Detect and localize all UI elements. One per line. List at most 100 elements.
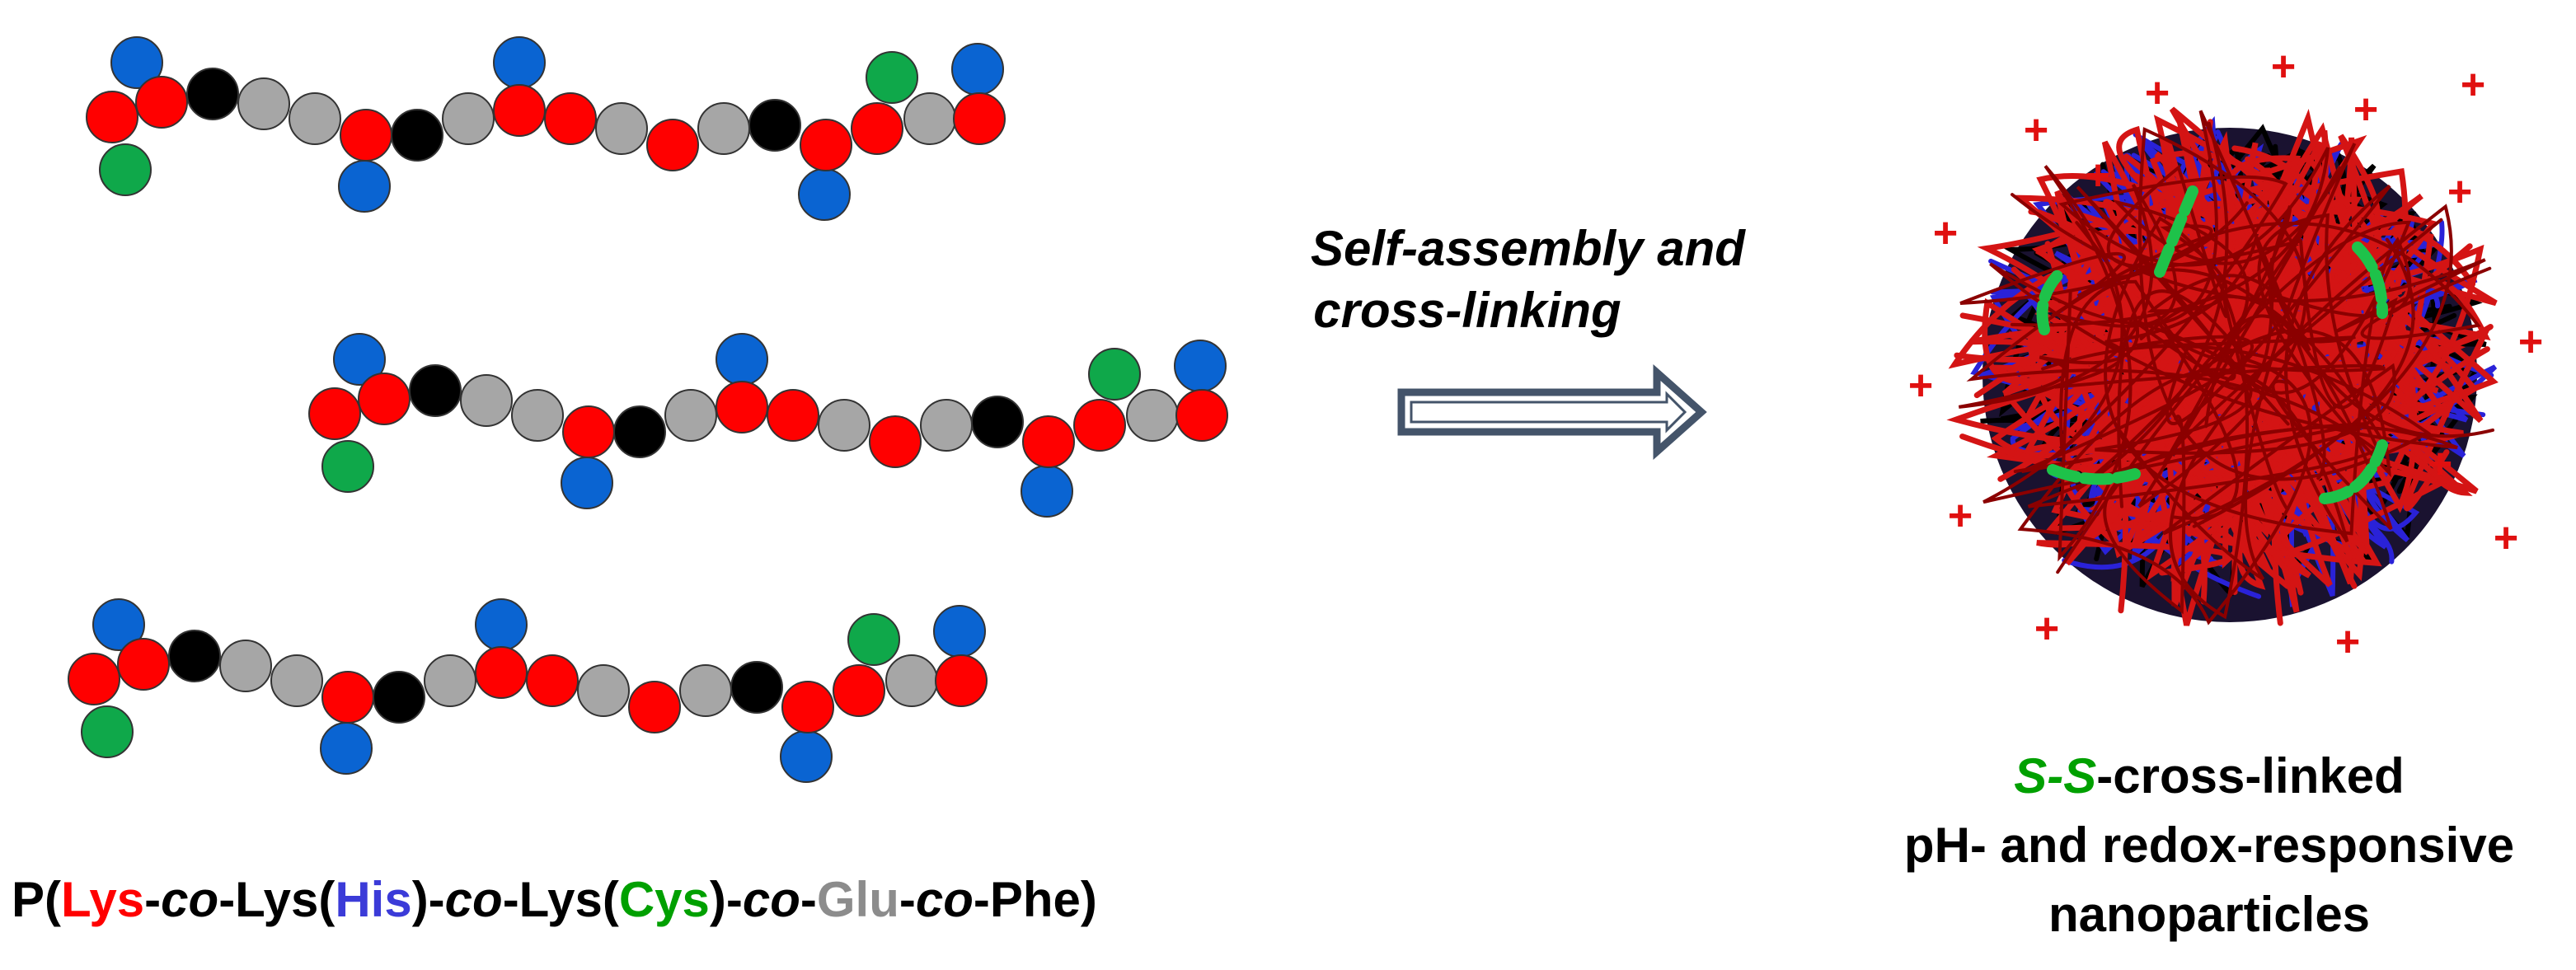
polymer-strand: [2041, 121, 2432, 508]
ss-cross-link: [2047, 464, 2141, 485]
glu-bead: [664, 389, 717, 442]
his-bead: [110, 36, 163, 89]
np-label-line-2: pH- and redox-responsive: [1903, 818, 2515, 873]
glu-bead: [219, 640, 272, 692]
his-bead: [475, 598, 528, 651]
positive-charge: +: [2034, 605, 2059, 653]
polymer-strand: [2076, 224, 2393, 531]
positive-charge: +: [2447, 168, 2472, 216]
lys-bead: [781, 681, 834, 733]
formula-lys-cys-open: -Lys(: [502, 872, 619, 927]
glu-bead: [920, 399, 973, 452]
phe-bead: [373, 671, 425, 724]
glu-bead: [577, 664, 630, 717]
process-label: Self-assembly and cross-linking: [1311, 218, 1745, 341]
glu-bead: [289, 92, 341, 145]
glu-bead: [885, 654, 938, 707]
glu-bead: [237, 77, 290, 130]
glu-bead: [818, 399, 870, 452]
his-bead: [1021, 465, 1073, 518]
positive-charge: +: [1948, 492, 1973, 540]
positive-charge: +: [2086, 152, 2110, 199]
lys-bead: [308, 387, 361, 440]
glu-bead: [270, 654, 323, 707]
lys-bead: [646, 119, 699, 171]
positive-charge: +: [2353, 86, 2378, 134]
glu-bead: [903, 92, 956, 145]
lys-bead: [358, 373, 411, 425]
phe-bead: [748, 99, 801, 152]
lys-bead: [833, 664, 885, 717]
polymer-strand: [2076, 185, 2415, 536]
cys-bead: [1088, 348, 1141, 401]
glu-bead: [697, 102, 750, 155]
positive-charge: +: [2145, 69, 2170, 117]
polymer-chain-2: [308, 333, 1228, 518]
positive-charge: +: [2335, 618, 2360, 666]
ss-cross-link: [2036, 266, 2067, 335]
glu-bead: [1126, 389, 1179, 442]
glu-bead: [511, 389, 564, 442]
polymer-strand: [2100, 156, 2391, 546]
positive-charge: +: [2518, 318, 2543, 366]
phe-bead: [730, 661, 783, 714]
polymer-strand: [2013, 205, 2443, 474]
phe-bead: [971, 396, 1024, 448]
cys-bead: [866, 51, 918, 104]
lys-bead: [340, 109, 392, 162]
lys-bead: [321, 671, 374, 724]
lys-bead: [544, 92, 597, 145]
phe-bead: [409, 364, 462, 417]
lys-bead: [117, 638, 170, 691]
his-bead: [1174, 340, 1227, 392]
np-label-line-1: S-S-cross-linked: [1863, 742, 2555, 811]
lys-bead: [562, 405, 615, 458]
glu-bead: [442, 92, 495, 145]
positive-charge: +: [2271, 43, 2296, 91]
positive-charge: +: [2461, 61, 2485, 109]
polymer-chain-1: [86, 36, 1006, 221]
ss-bond-text: S-S: [2014, 748, 2097, 804]
lys-bead: [953, 92, 1006, 145]
his-bead: [798, 168, 851, 221]
glu-bead: [679, 664, 732, 717]
self-assembly-arrow: [1397, 363, 1707, 461]
formula-p-open: P(: [12, 872, 61, 927]
lys-bead: [869, 415, 922, 468]
ss-cross-link: [2352, 241, 2388, 319]
np-label-line-1-rest: -cross-linked: [2096, 748, 2405, 804]
cys-bead: [847, 613, 900, 666]
positive-charge: +: [1908, 362, 1933, 410]
formula-phe-close: -Phe): [973, 872, 1097, 927]
his-bead: [716, 333, 768, 386]
formula-cys: Cys: [618, 872, 710, 927]
positive-charge: +: [2024, 106, 2048, 154]
polymer-chains: [68, 36, 1228, 783]
formula-dash: -: [800, 872, 817, 927]
his-bead: [338, 160, 391, 213]
arrow-shape: [1397, 363, 1707, 461]
lys-bead: [1175, 389, 1228, 442]
lys-bead: [135, 76, 188, 129]
lys-bead: [716, 381, 768, 433]
lys-bead: [1022, 415, 1075, 468]
positive-charge: +: [2494, 514, 2518, 562]
cys-bead: [321, 440, 374, 493]
surface-charges: + + + + + + + + + + + + + + +: [1908, 43, 2543, 666]
polymer-strand: [1966, 213, 2492, 478]
lys-bead: [800, 119, 852, 171]
process-line-2: cross-linking: [1313, 283, 1621, 338]
positive-charge: +: [1933, 209, 1958, 257]
ss-cross-link: [2154, 185, 2198, 278]
formula-dash: -: [899, 872, 916, 927]
formula-glu: Glu: [816, 872, 899, 927]
polymer-formula: P(Lys-co-Lys(His)-co-Lys(Cys)-co-Glu-co-…: [12, 875, 1097, 925]
phe-bead: [391, 109, 443, 162]
formula-close: )-: [411, 872, 445, 927]
lys-bead: [493, 84, 546, 137]
formula-close: )-: [709, 872, 743, 927]
lys-bead: [526, 654, 579, 707]
positive-charge: +: [2428, 440, 2452, 488]
his-bead: [561, 457, 613, 509]
